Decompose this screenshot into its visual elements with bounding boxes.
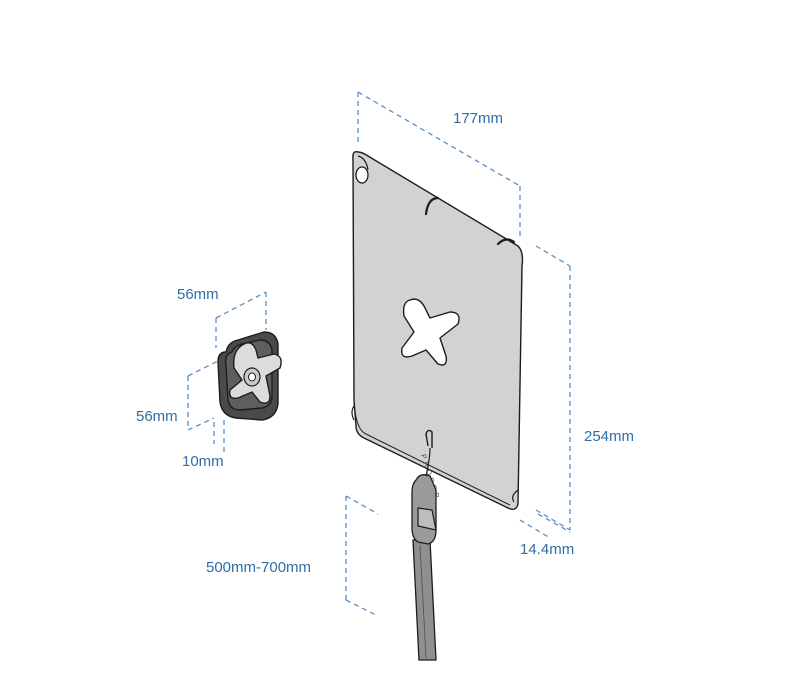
dim-ext-strap-bottom [345,599,379,617]
strap [411,447,437,661]
dim-ext-254-top [535,245,571,267]
strap-band [412,539,437,661]
label-mount-height: 56mm [136,408,178,425]
top-notch [424,196,440,216]
corner-notch-right [496,238,516,246]
dim-ext-mount-height-bottom [187,417,215,431]
case-edge [353,401,511,506]
side-cutout-right [512,489,519,503]
x-mount-cutout [401,298,460,366]
side-cutout-left [351,405,355,421]
tablet-case: PROPER [351,150,524,511]
dim-line-14-4 [519,519,551,539]
dim-line-177 [357,91,521,187]
label-mount-depth: 10mm [182,453,224,470]
label-strap-length: 500mm-700mm [206,559,312,576]
wall-mount [217,331,282,421]
dim-ext-strap-top [345,495,379,515]
label-case-depth: 14.4mm [520,541,575,558]
strap-buckle-clip [417,507,437,531]
dim-ext-14-4 [537,513,571,533]
dim-line-mount-width [215,291,267,319]
strap-stitch [419,544,427,659]
corner-notch-top-left [357,155,369,171]
dim-ext-mount-height-top [187,359,221,377]
mount-centre-screw [248,372,256,382]
dim-ext-254-bottom [535,509,571,531]
strap-loop [425,447,431,477]
strap-hook [425,429,433,448]
camera-hole [355,166,369,184]
label-mount-width: 56mm [177,286,219,303]
dimension-lines [187,91,571,617]
label-case-height: 254mm [584,428,635,445]
label-case-width: 177mm [453,110,504,127]
